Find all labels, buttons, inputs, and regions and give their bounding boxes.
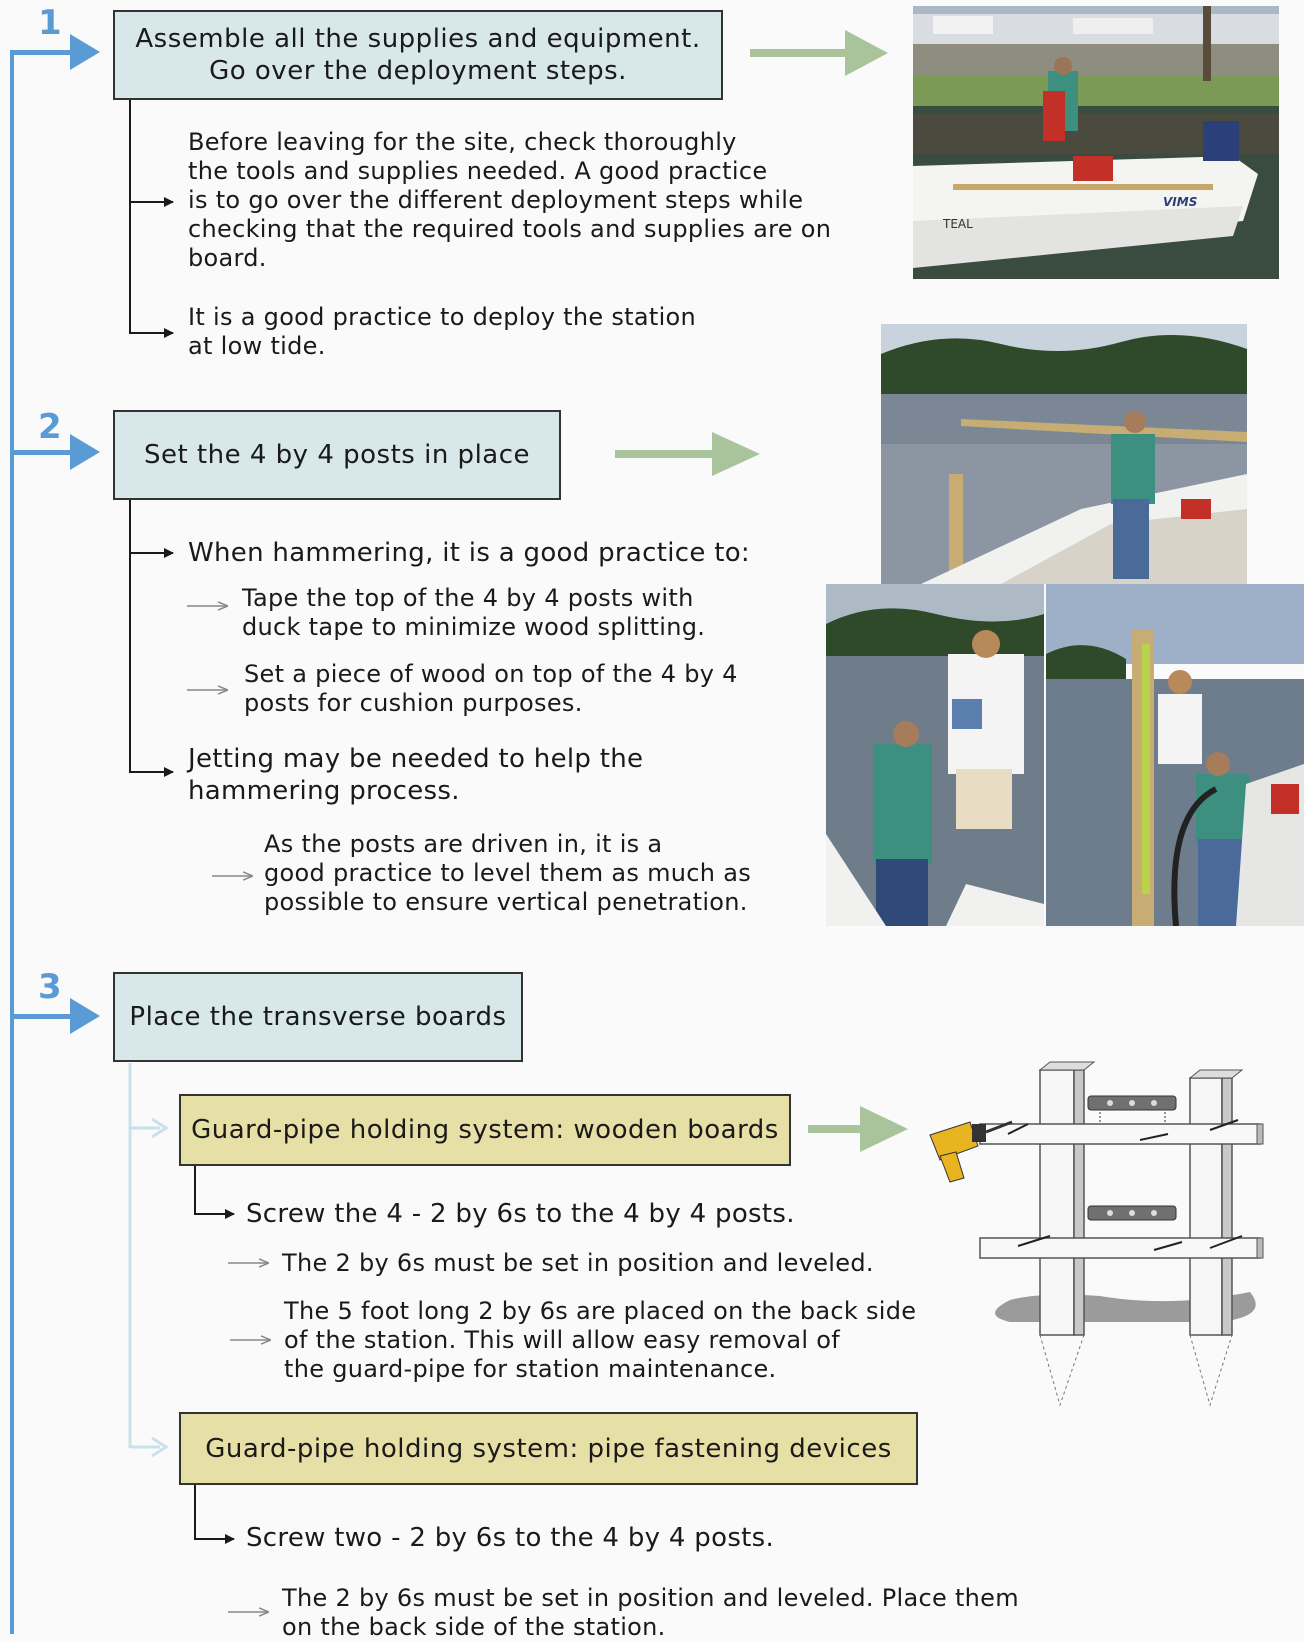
step3-title: Place the transverse boards xyxy=(129,1002,507,1032)
system-title: Guard-pipe holding system: pipe fastenin… xyxy=(205,1433,892,1464)
hammer-intro: When hammering, it is a good practice to… xyxy=(188,538,750,568)
note-line: board. xyxy=(188,244,267,272)
step1-note: It is a good practice to deploy the stat… xyxy=(188,303,696,361)
note-line: good practice to level them as much as xyxy=(264,859,752,887)
system-main-step: Screw the 4 - 2 by 6s to the 4 by 4 post… xyxy=(246,1199,795,1229)
boat-name-text: TEAL xyxy=(942,217,973,231)
note-line: of the station. This will allow easy rem… xyxy=(284,1326,840,1354)
drill-icon xyxy=(929,1120,1013,1183)
tip-line: Tape the top of the 4 by 4 posts with xyxy=(242,584,694,612)
step1-connector xyxy=(129,100,174,338)
boat-dock-photo: TEAL VIMS xyxy=(913,6,1279,279)
jetting-note: Jetting may be needed to help the hammer… xyxy=(188,743,643,807)
step2-title-box: Set the 4 by 4 posts in place xyxy=(113,410,561,500)
transverse-boards-diagram xyxy=(929,1061,1264,1407)
green-arrow-icon xyxy=(615,432,760,476)
note-line: possible to ensure vertical penetration. xyxy=(264,888,748,916)
hammer-tip: Tape the top of the 4 by 4 posts with du… xyxy=(242,584,705,642)
step1-title-line: Assemble all the supplies and equipment. xyxy=(135,24,701,54)
green-arrow-icon xyxy=(808,1106,908,1152)
wooden-boards-system-box: Guard-pipe holding system: wooden boards xyxy=(179,1094,791,1166)
post-leveling-photo xyxy=(1046,584,1304,926)
step1-title-line: Go over the deployment steps. xyxy=(209,56,627,86)
step-arrow-icon xyxy=(12,434,100,470)
note-line: the tools and supplies needed. A good pr… xyxy=(188,157,768,185)
note-line: It is a good practice to deploy the stat… xyxy=(188,303,697,331)
post-icon xyxy=(1038,1061,1096,1407)
tip-line: Set a piece of wood on top of the 4 by 4 xyxy=(244,660,738,688)
note-line: is to go over the different deployment s… xyxy=(188,186,804,214)
tip-line: posts for cushion purposes. xyxy=(244,689,583,717)
step-number: 2 xyxy=(38,407,62,447)
note-line: Before leaving for the site, check thoro… xyxy=(188,128,737,156)
note-line: The 2 by 6s must be set in position and … xyxy=(282,1584,1019,1612)
step3-title-box: Place the transverse boards xyxy=(113,972,523,1062)
note-line: on the back side of the station. xyxy=(282,1613,666,1641)
board-icon xyxy=(979,1123,1264,1259)
boat-logo-text: VIMS xyxy=(1163,195,1197,209)
pipe-fastening-system-box: Guard-pipe holding system: pipe fastenin… xyxy=(179,1412,918,1485)
tip-line: duck tape to minimize wood splitting. xyxy=(242,613,706,641)
post-carrying-photo xyxy=(881,324,1247,584)
step1-title-box: Assemble all the supplies and equipment.… xyxy=(113,10,723,100)
note-line: at low tide. xyxy=(188,332,326,360)
system-title: Guard-pipe holding system: wooden boards xyxy=(191,1115,779,1145)
step-arrow-icon xyxy=(12,998,100,1034)
step-arrow-icon xyxy=(12,34,100,70)
system-main-step: Screw two - 2 by 6s to the 4 by 4 posts. xyxy=(246,1523,775,1553)
jetting-line: Jetting may be needed to help the xyxy=(188,744,644,774)
note-line: checking that the required tools and sup… xyxy=(188,215,832,243)
system-note: The 2 by 6s must be set in position and … xyxy=(282,1249,874,1277)
post-icon xyxy=(1188,1069,1244,1407)
green-arrow-icon xyxy=(750,30,888,76)
step-number: 1 xyxy=(38,3,62,43)
post-hammering-photo xyxy=(826,584,1044,926)
note-line: The 5 foot long 2 by 6s are placed on th… xyxy=(284,1297,917,1325)
level-tool-icon xyxy=(1087,1095,1177,1221)
note-line: As the posts are driven in, it is a xyxy=(264,830,663,858)
step2-connector xyxy=(129,500,174,777)
step1-note: Before leaving for the site, check thoro… xyxy=(188,128,831,273)
jetting-line: hammering process. xyxy=(188,776,460,806)
screw-icon xyxy=(1007,1119,1243,1251)
step-number: 3 xyxy=(38,967,62,1007)
level-note: As the posts are driven in, it is a good… xyxy=(264,830,751,917)
step2-title: Set the 4 by 4 posts in place xyxy=(143,440,531,470)
system-note: The 2 by 6s must be set in position and … xyxy=(282,1584,1019,1642)
note-line: the guard-pipe for station maintenance. xyxy=(284,1355,777,1383)
hammer-tip: Set a piece of wood on top of the 4 by 4… xyxy=(244,660,738,718)
step3-connector xyxy=(128,1063,169,1458)
system-note: The 5 foot long 2 by 6s are placed on th… xyxy=(284,1297,916,1384)
